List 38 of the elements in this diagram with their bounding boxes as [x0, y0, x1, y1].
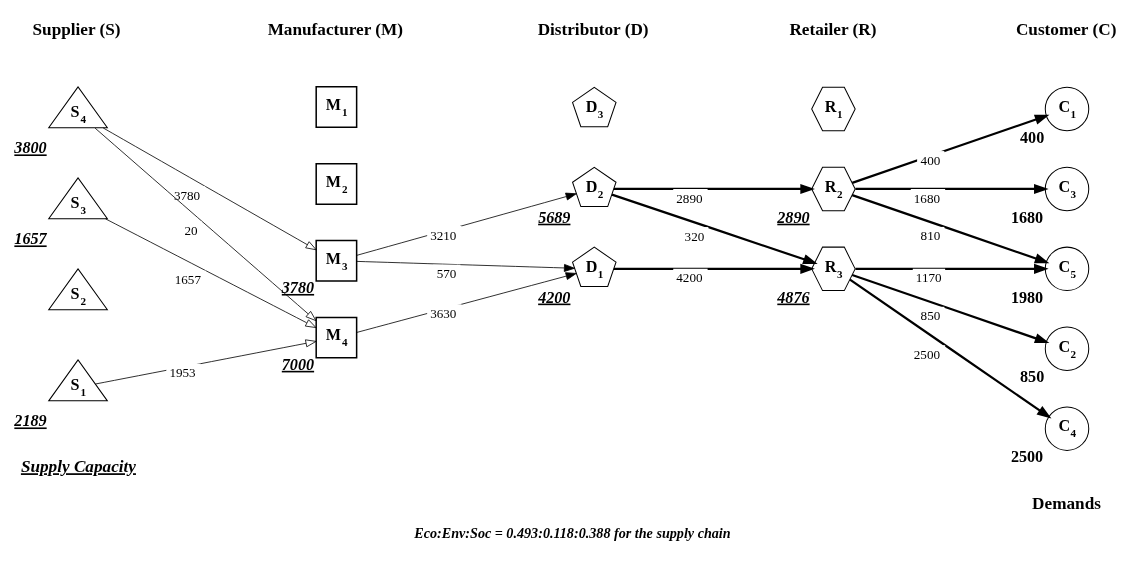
label: Supply Capacity	[20, 457, 136, 477]
edge-label: 810	[920, 228, 941, 244]
node-label: 4200	[538, 288, 571, 306]
node-label: 7000	[281, 355, 315, 373]
node-label: 2500	[1010, 448, 1044, 466]
edge-label: 400	[920, 152, 941, 168]
label: Supplier (S)	[32, 20, 121, 40]
node-label: 2890	[777, 208, 810, 226]
edge-label: 4200	[676, 270, 703, 286]
label: Demands	[1032, 493, 1101, 513]
node-label: 1980	[1010, 288, 1044, 306]
edge-label: 1680	[913, 190, 941, 206]
label: Retailer (R)	[789, 20, 877, 40]
edge-label: 3630	[430, 305, 457, 321]
node-label: 3800	[14, 139, 47, 157]
edge-label: 2890	[676, 190, 703, 206]
node-label: 400	[1020, 128, 1045, 146]
edge-label: 2500	[913, 346, 941, 362]
label: Customer (C)	[1015, 20, 1117, 40]
edge-label: 3780	[173, 187, 201, 203]
edge-label: 320	[684, 228, 705, 244]
node-label: 5689	[538, 208, 571, 226]
edge-label: 20	[184, 222, 198, 238]
node-label: 2189	[14, 412, 47, 430]
node-label: 3780	[281, 278, 315, 296]
edge-label: 1953	[169, 365, 196, 381]
edge-label: 850	[920, 308, 941, 324]
node-label: 4876	[777, 288, 810, 306]
label: Manufacturer (M)	[267, 20, 404, 40]
label: Distributor (D)	[537, 20, 649, 40]
edge-label: 570	[436, 266, 457, 282]
caption: Eco:Env:Soc = 0.493:0.118:0.388 for the supply chain	[414, 525, 731, 542]
node-label: 1657	[14, 230, 47, 248]
edge-label: 1170	[915, 270, 942, 286]
edge-label: 3210	[430, 227, 457, 243]
node-label: 1680	[1010, 208, 1044, 226]
node-label: 850	[1020, 368, 1045, 386]
edge-label: 1657	[174, 272, 201, 288]
